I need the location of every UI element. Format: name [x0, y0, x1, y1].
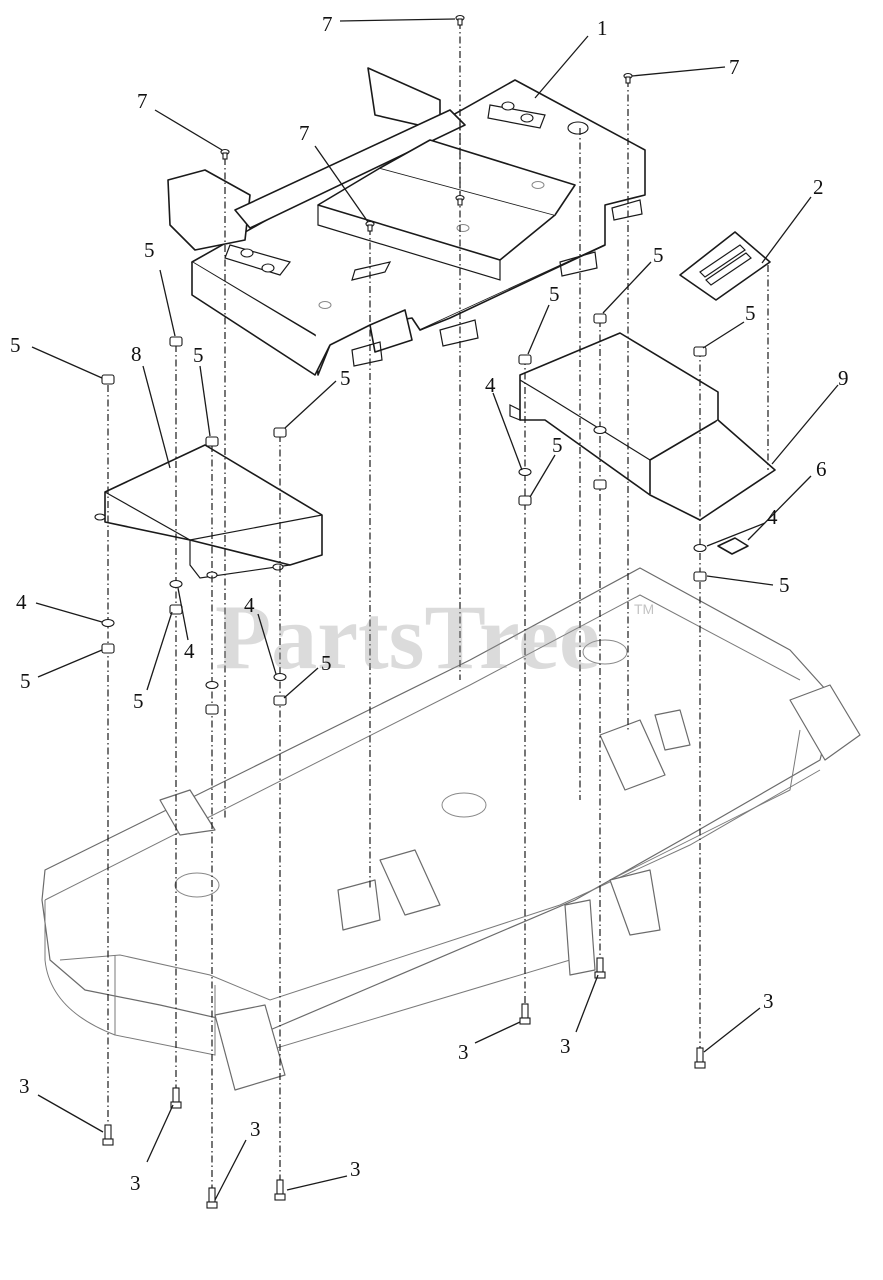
callout-4: 4	[485, 373, 496, 397]
callout-8: 8	[131, 342, 142, 366]
callout-5: 5	[552, 433, 563, 457]
nut-5	[169, 336, 183, 347]
callout-3: 3	[130, 1171, 141, 1195]
callout-9: 9	[838, 366, 849, 390]
leader-lines	[31, 18, 839, 1201]
nut-5	[693, 571, 707, 582]
part-8-left-cover	[94, 444, 323, 579]
part-1-top-cover	[167, 67, 646, 376]
hardware	[101, 14, 707, 1209]
nut-5	[205, 436, 219, 447]
nut-5	[593, 313, 607, 324]
washer-4	[273, 672, 287, 682]
callout-4: 4	[184, 639, 195, 663]
nut-5	[518, 495, 532, 506]
screw-7	[220, 148, 230, 160]
callout-7: 7	[322, 12, 333, 36]
part-6-pad	[717, 537, 749, 555]
callouts: 1 2 3 3 3 3 3 3 3 4 4 4 4 4 5 5 5 5 5 5 …	[10, 12, 849, 1195]
callout-5: 5	[779, 573, 790, 597]
callout-5: 5	[340, 366, 351, 390]
callout-3: 3	[19, 1074, 30, 1098]
washer-4	[101, 618, 115, 628]
screw-7	[455, 14, 465, 26]
nut-5	[205, 704, 219, 715]
washer-4	[169, 579, 183, 589]
watermark: PartsTree TM	[215, 586, 654, 688]
screw-7	[365, 220, 375, 232]
bolt-3	[170, 1087, 182, 1109]
nut-5	[273, 695, 287, 706]
callout-3: 3	[458, 1040, 469, 1064]
washer-4	[693, 543, 707, 553]
washer-4	[518, 467, 532, 477]
callout-4: 4	[244, 593, 255, 617]
washer-4	[205, 680, 219, 690]
callout-5: 5	[144, 238, 155, 262]
screw-7	[455, 194, 465, 206]
nut-5	[273, 427, 287, 438]
callout-3: 3	[560, 1034, 571, 1058]
mower-deck	[41, 567, 861, 1091]
callout-5: 5	[321, 651, 332, 675]
screw-7	[623, 72, 633, 84]
bolt-3	[102, 1124, 114, 1146]
watermark-text: PartsTree	[215, 586, 600, 688]
callout-6: 6	[816, 457, 827, 481]
part-9-right-cover	[509, 332, 776, 521]
bolt-3	[206, 1187, 218, 1209]
callout-1: 1	[597, 16, 608, 40]
callout-5: 5	[193, 343, 204, 367]
bolt-3	[519, 1003, 531, 1025]
bolt-3	[594, 957, 606, 979]
callout-3: 3	[250, 1117, 261, 1141]
callout-5: 5	[133, 689, 144, 713]
watermark-trademark: TM	[634, 601, 654, 617]
callout-5: 5	[549, 282, 560, 306]
nut-5	[593, 479, 607, 490]
callout-5: 5	[745, 301, 756, 325]
callout-5: 5	[10, 333, 21, 357]
callout-2: 2	[813, 175, 824, 199]
nut-5	[518, 354, 532, 365]
callout-4: 4	[16, 590, 27, 614]
callout-3: 3	[350, 1157, 361, 1181]
callout-5: 5	[20, 669, 31, 693]
bolt-3	[274, 1179, 286, 1201]
nut-5	[693, 346, 707, 357]
washer-4	[593, 425, 607, 435]
callout-7: 7	[299, 121, 310, 145]
assembly-lines	[107, 22, 769, 1200]
part-2-plate	[679, 231, 771, 301]
bolt-3	[694, 1047, 706, 1069]
callout-3: 3	[763, 989, 774, 1013]
nut-5	[101, 643, 115, 654]
callout-7: 7	[729, 55, 740, 79]
callout-5: 5	[653, 243, 664, 267]
callout-4: 4	[767, 505, 778, 529]
callout-7: 7	[137, 89, 148, 113]
nut-5	[101, 374, 115, 385]
